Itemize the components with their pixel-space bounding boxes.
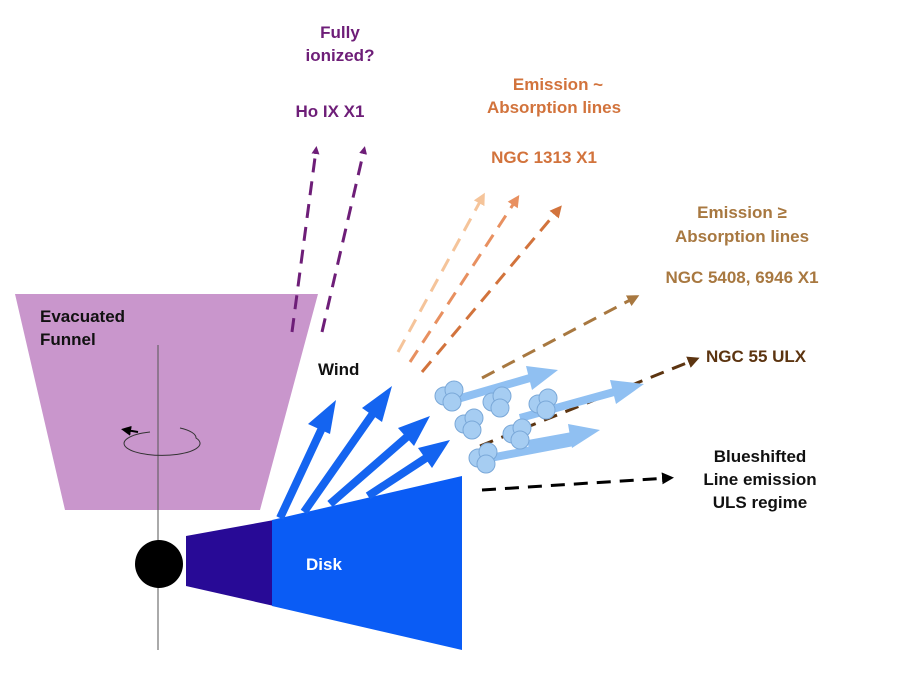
- cloud-2: [482, 386, 512, 418]
- arrow-emission-geq: [481, 295, 640, 380]
- label-ngc-5408-6946: NGC 5408, 6946 X1: [665, 268, 818, 287]
- arrow-fully-ionized-2: [320, 146, 367, 333]
- arrow-emission-approx-1: [396, 192, 485, 353]
- cloud-3: [528, 388, 558, 420]
- cloud-arrows: [452, 366, 644, 462]
- label-emission-geq-2: Absorption lines: [675, 227, 809, 246]
- rotation-arrow-icon: [121, 425, 139, 436]
- label-ngc-1313-x1: NGC 1313 X1: [491, 148, 597, 167]
- label-fully-ionized-2: ionized?: [306, 46, 375, 65]
- arrow-emission-approx-3: [420, 205, 562, 373]
- label-evacuated-1: Evacuated: [40, 307, 125, 326]
- label-blueshifted-2: Line emission: [703, 470, 816, 489]
- label-fully-ionized-1: Fully: [320, 23, 360, 42]
- label-emission-approx-2: Absorption lines: [487, 98, 621, 117]
- label-emission-approx-1: Emission ~: [513, 75, 603, 94]
- label-evacuated-2: Funnel: [40, 330, 96, 349]
- cloud-1: [434, 380, 464, 412]
- cloud-5: [502, 418, 532, 450]
- cloud-4: [454, 408, 484, 440]
- arrow-blueshifted: [481, 472, 674, 492]
- label-emission-geq-1: Emission ≥: [697, 203, 787, 222]
- arrow-emission-approx-2: [408, 194, 520, 363]
- label-disk: Disk: [306, 555, 342, 574]
- disk-outer: [272, 476, 462, 650]
- black-hole: [135, 540, 183, 588]
- disk-inner: [186, 520, 274, 606]
- rotation-ellipse-icon: [123, 427, 201, 456]
- label-wind: Wind: [318, 360, 359, 379]
- evacuated-funnel: [15, 294, 318, 510]
- label-blueshifted-1: Blueshifted: [714, 447, 807, 466]
- wind-clouds: [434, 380, 558, 474]
- label-ngc-55-ulx: NGC 55 ULX: [706, 347, 807, 366]
- label-ho-ix-x1: Ho IX X1: [296, 102, 365, 121]
- wind-arrows: [276, 386, 450, 520]
- arrow-fully-ionized-1: [290, 146, 320, 333]
- cloud-6: [468, 442, 498, 474]
- label-blueshifted-3: ULS regime: [713, 493, 807, 512]
